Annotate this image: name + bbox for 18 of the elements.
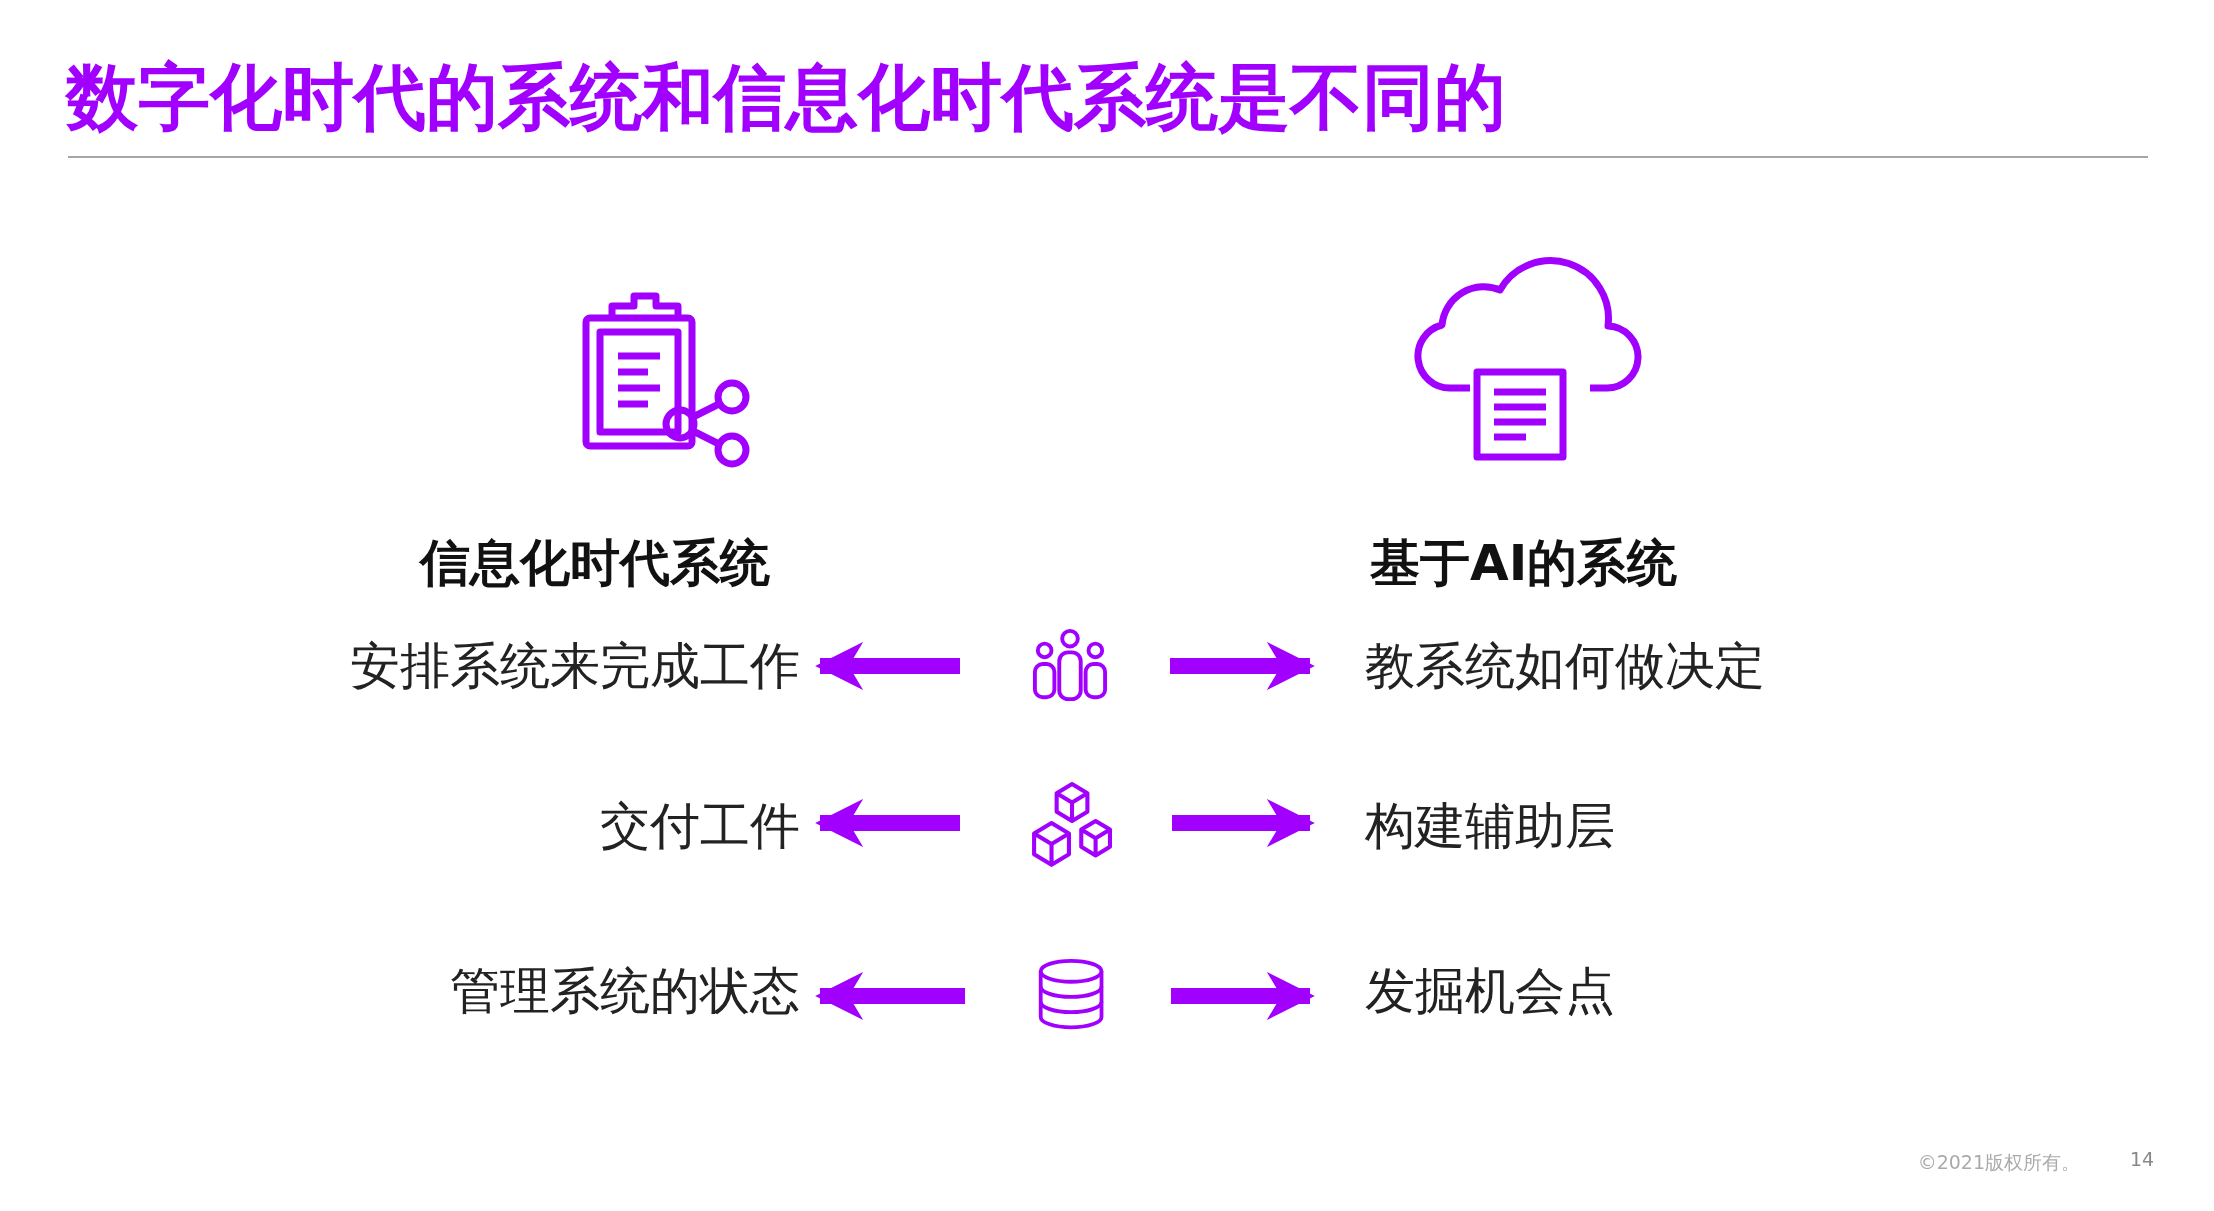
arrow — [815, 799, 960, 847]
arrow — [1170, 642, 1315, 690]
arrow — [815, 972, 965, 1020]
cubes-icon — [1030, 782, 1112, 864]
copyright-note: ©2021版权所有。 — [1916, 1150, 2080, 1175]
column-heading: 信息化时代系统 — [418, 533, 770, 594]
arrow — [1171, 972, 1315, 1020]
statement-text: 教系统如何做决定 — [1365, 635, 1765, 697]
arrow — [1172, 799, 1315, 847]
statement-text: 管理系统的状态 — [450, 960, 800, 1022]
slide-title: 数字化时代的系统和信息化时代系统是不同的 — [66, 54, 1506, 141]
statement-text: 交付工件 — [600, 795, 800, 857]
arrow — [815, 642, 960, 690]
statement-text: 发掘机会点 — [1365, 960, 1615, 1022]
statement-text: 构建辅助层 — [1365, 795, 1615, 857]
column-heading: 基于AI的系统 — [1370, 533, 1679, 594]
statement-text: 安排系统来完成工作 — [350, 635, 800, 697]
page-number: 14 — [2130, 1148, 2156, 1170]
